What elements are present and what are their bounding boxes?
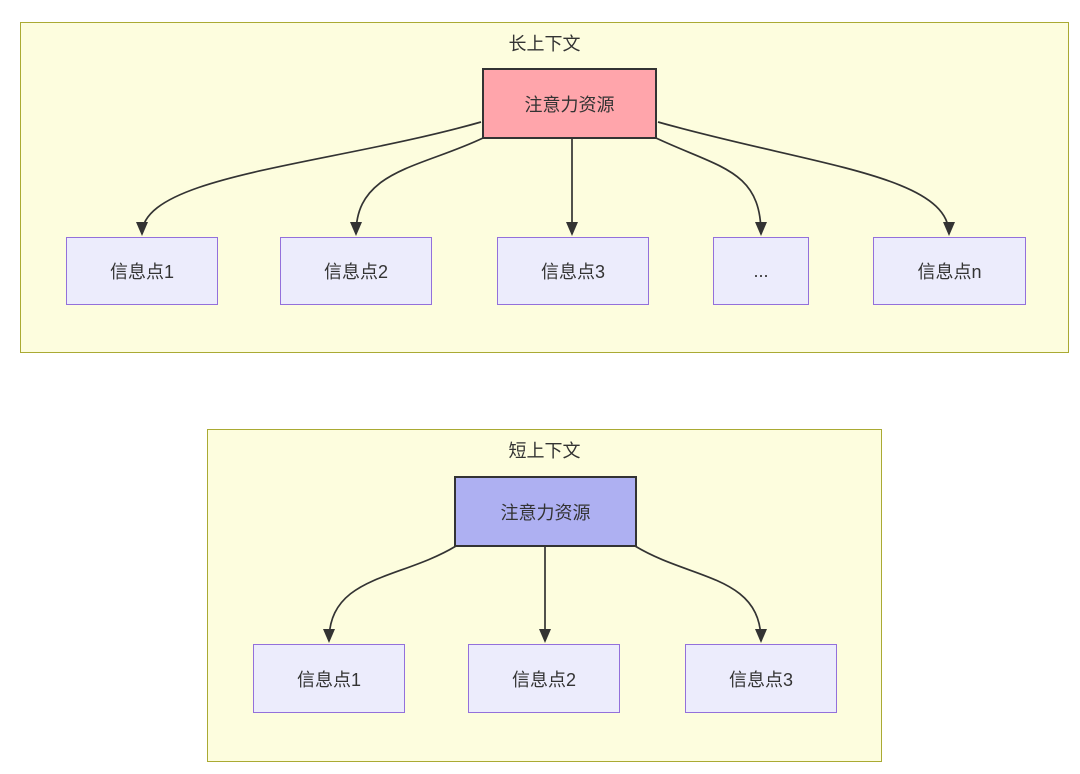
long-info-node-2: 信息点2: [280, 237, 432, 305]
long-context-title: 长上下文: [508, 34, 581, 54]
long-info-label-1: 信息点1: [109, 262, 174, 282]
long-info-label-n: 信息点n: [917, 262, 982, 282]
short-info-label-3: 信息点3: [728, 669, 793, 690]
long-info-label-2: 信息点2: [323, 262, 388, 282]
short-info-node-1: 信息点1: [253, 644, 405, 713]
short-attention-label: 注意力资源: [500, 502, 591, 523]
long-info-node-dots: ...: [713, 237, 809, 305]
short-info-label-2: 信息点2: [511, 669, 576, 690]
short-info-node-2: 信息点2: [468, 644, 620, 713]
long-info-node-1: 信息点1: [66, 237, 218, 305]
short-attention-node: 注意力资源: [454, 476, 637, 547]
short-info-label-1: 信息点1: [296, 669, 361, 690]
short-info-node-3: 信息点3: [685, 644, 837, 713]
short-context-title: 短上下文: [508, 441, 581, 461]
long-attention-label: 注意力资源: [524, 94, 615, 115]
long-info-node-3: 信息点3: [497, 237, 649, 305]
long-info-node-n: 信息点n: [873, 237, 1026, 305]
long-info-label-3: 信息点3: [540, 262, 605, 282]
long-attention-node: 注意力资源: [482, 68, 657, 139]
long-info-label-dots: ...: [753, 260, 769, 281]
